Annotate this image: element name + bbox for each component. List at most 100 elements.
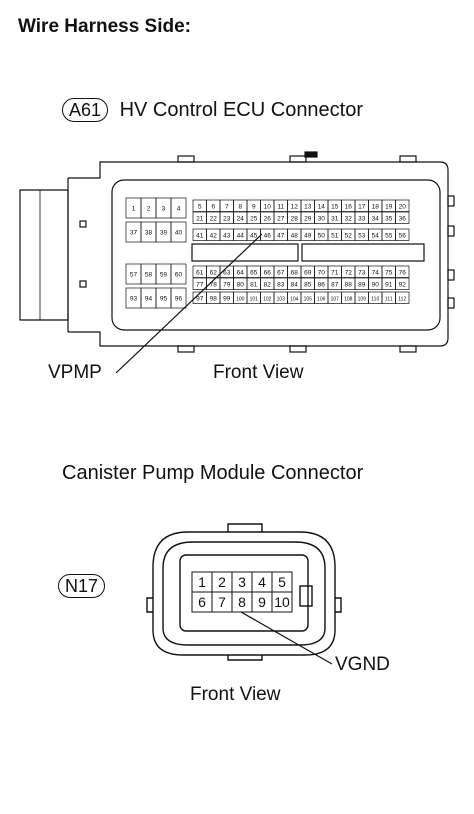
connector1-pin-number: 98 (210, 295, 218, 302)
connector1-pin-number: 58 (145, 272, 153, 279)
connector2-inner-body (162, 541, 326, 646)
connector1-pin-number: 107 (331, 296, 340, 302)
connector1-left-latch (19, 189, 69, 321)
connector1-pin-number: 31 (331, 215, 339, 222)
connector1-header: A61 HV Control ECU Connector (62, 98, 363, 122)
connector1-pin-number: 67 (277, 269, 285, 276)
connector1-pin-number: 14 (318, 203, 326, 210)
connector1-pin-number: 85 (304, 281, 312, 288)
connector1-pin-number: 75 (385, 269, 393, 276)
connector1-pin-number: 20 (399, 203, 407, 210)
connector1-pin-number: 100 (236, 296, 245, 302)
connector2-pin-number: 4 (258, 574, 266, 590)
connector1-pin-number: 88 (345, 281, 353, 288)
connector1-pin-number: 69 (304, 269, 312, 276)
connector1-pin-number: 35 (385, 215, 393, 222)
vgnd-callout-label: VGND (335, 654, 390, 675)
connector1-pin-number: 72 (345, 269, 353, 276)
connector1-pin-number: 56 (399, 232, 407, 239)
connector1-pin-number: 63 (223, 269, 231, 276)
connector1-pin-number: 103 (277, 296, 286, 302)
connector1-pin-number: 79 (223, 281, 231, 288)
connector2-pin-number: 6 (198, 594, 206, 610)
connector2-header: N17 (58, 574, 106, 598)
connector1-pin-number: 47 (277, 232, 285, 239)
connector2-code-badge: N17 (58, 574, 106, 598)
connector1-pin-number: 29 (304, 215, 312, 222)
connector1-tab (177, 155, 195, 163)
connector1-pin-number: 54 (372, 232, 380, 239)
connector1-pin-cell (395, 291, 410, 304)
connector2-pin-number: 5 (278, 574, 286, 590)
connector1-pin-number: 10 (264, 203, 272, 210)
connector2-left-notch (146, 597, 153, 613)
connector1-pin-number: 18 (372, 203, 380, 210)
connector1-pin-number: 17 (358, 203, 366, 210)
connector2-pin-frame (179, 554, 309, 632)
connector1-title: HV Control ECU Connector (119, 99, 364, 121)
connector1-pin-cell (395, 265, 410, 278)
connector1-pin-number: 93 (130, 296, 138, 303)
connector1-pin-number: 9 (252, 203, 256, 210)
connector1-pin-number: 36 (399, 215, 407, 222)
connector1-pin-number: 11 (277, 203, 284, 210)
connector2-pin-number: 1 (198, 574, 206, 590)
connector1-pin-number: 16 (345, 203, 353, 210)
connector1-pin-number: 33 (358, 215, 366, 222)
connector1-pin-number: 21 (196, 215, 204, 222)
connector1-pin-number: 52 (345, 232, 353, 239)
vpmp-callout-line (115, 233, 263, 374)
connector1-pin-number: 2 (147, 206, 151, 213)
connector1-pin-cell (170, 197, 187, 219)
connector2-right-notch (335, 597, 342, 613)
connector1-separator (191, 243, 299, 262)
connector1-pin-number: 26 (264, 215, 272, 222)
connector1-code-badge: A61 (62, 98, 109, 122)
connector1-pin-number: 91 (385, 281, 393, 288)
connector1-pin-number: 111 (385, 296, 393, 302)
connector1-pin-number: 101 (250, 296, 259, 302)
connector1-pin-number: 74 (372, 269, 380, 276)
connector1-tab (399, 155, 417, 163)
connector1-pin-number: 32 (345, 215, 353, 222)
connector1-pin-number: 82 (264, 281, 272, 288)
connector1-pin-number: 40 (175, 230, 183, 237)
connector1-pin-number: 73 (358, 269, 366, 276)
connector1-tab (399, 345, 417, 353)
connector1-pin-number: 41 (196, 232, 204, 239)
connector1-pin-number: 84 (291, 281, 299, 288)
connector1-pin-number: 15 (331, 203, 339, 210)
connector1-pin-number: 108 (344, 296, 353, 302)
connector1-pin-number: 97 (196, 295, 204, 302)
connector1-pin-number: 106 (317, 296, 326, 302)
connector1-pin-number: 89 (358, 281, 366, 288)
connector1-tab (177, 345, 195, 353)
connector2-pin-number: 7 (218, 594, 226, 610)
connector1-pin-number: 81 (250, 281, 258, 288)
connector1-side-tab (447, 297, 455, 309)
connector1-pin-cell (170, 221, 187, 243)
connector2-pin-number: 8 (238, 594, 246, 610)
connector1-pin-number: 77 (196, 281, 204, 288)
connector1-pin-number: 8 (238, 203, 242, 210)
connector1-pin-number: 49 (304, 232, 312, 239)
connector1-pin-number: 87 (331, 281, 339, 288)
connector1-view-label: Front View (213, 362, 304, 383)
connector1-pin-number: 104 (290, 296, 299, 302)
connector1-pin-number: 1 (132, 206, 136, 213)
connector1-pin-number: 90 (372, 281, 380, 288)
connector1-pin-number: 70 (318, 269, 326, 276)
connector1-latch-square-top (79, 220, 87, 228)
connector1-pin-number: 5 (198, 203, 202, 210)
connector1-pin-number: 34 (372, 215, 380, 222)
connector1-tab (289, 345, 307, 353)
connector2-pin-number: 10 (274, 594, 290, 610)
connector1-pin-number: 12 (291, 203, 299, 210)
connector1-pin-number: 6 (211, 203, 215, 210)
connector1-pin-number: 65 (250, 269, 258, 276)
connector1-tab (289, 155, 307, 163)
connector1-pin-number: 64 (237, 269, 245, 276)
connector1-side-tab (447, 195, 455, 207)
connector1-pin-number: 92 (399, 281, 407, 288)
